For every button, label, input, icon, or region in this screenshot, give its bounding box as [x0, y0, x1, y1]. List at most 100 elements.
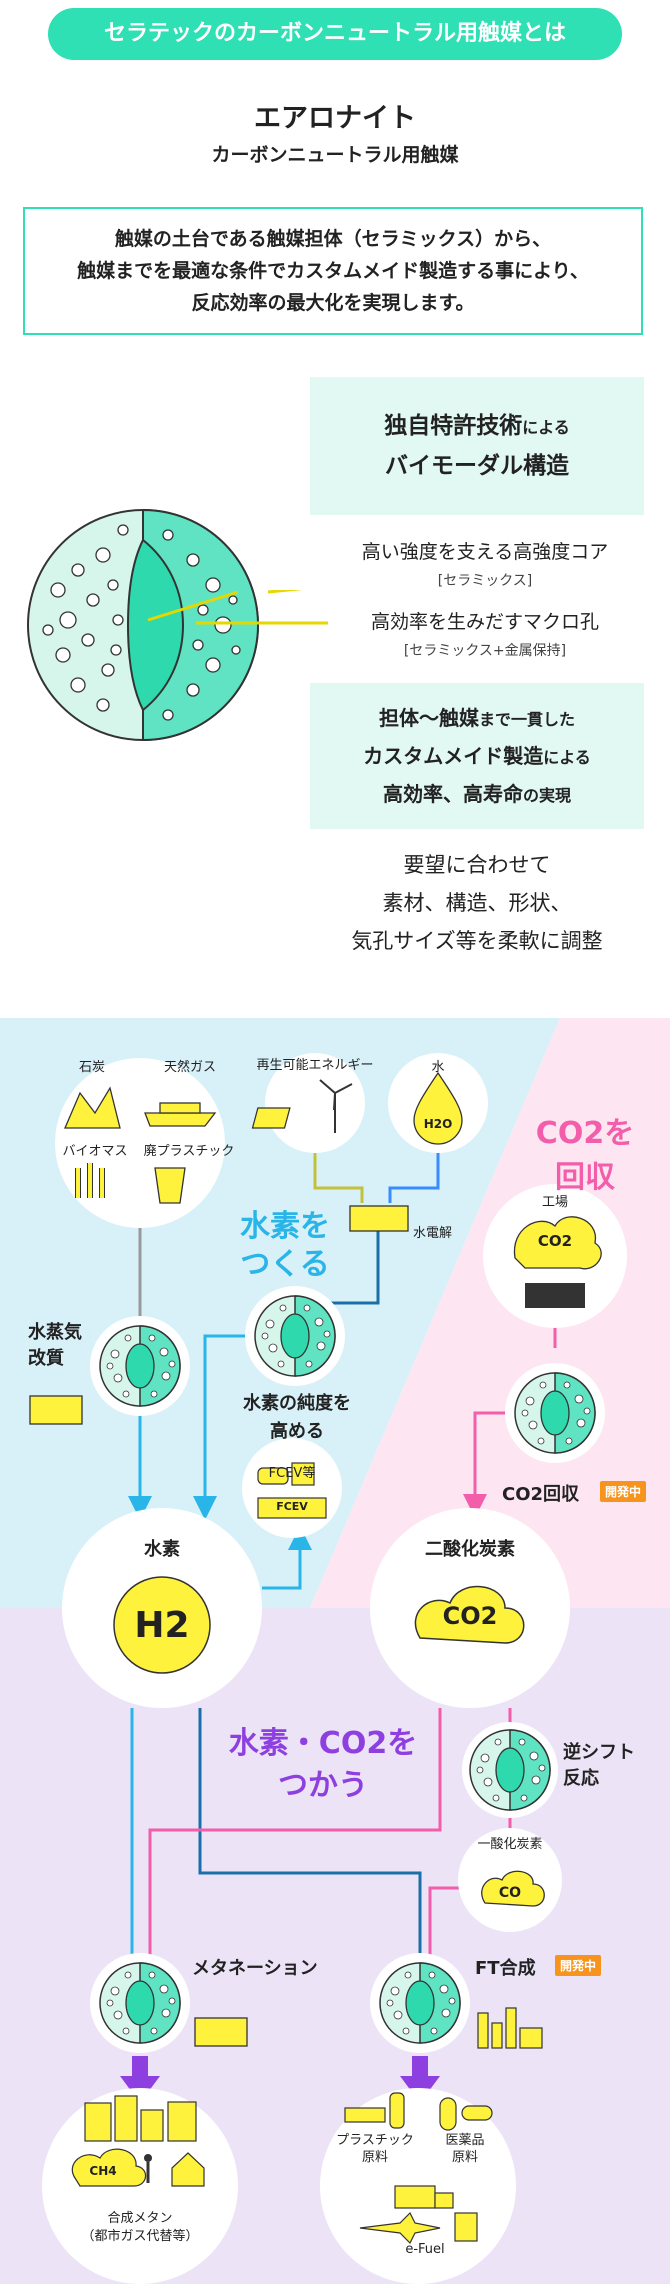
pharma-raw-2: 原料: [451, 2150, 478, 2165]
renewable-circle: [265, 1053, 365, 1153]
capture-title-2: 回収: [555, 1160, 615, 1195]
gas-ship-icon: [144, 1102, 217, 1127]
dev-tag-ft: 開発中: [555, 1955, 602, 1976]
reformer-icon: [29, 1395, 83, 1425]
pharma-raw-1: 医薬品: [445, 2133, 485, 2148]
factory-co2-text: CO2: [537, 1232, 573, 1250]
steam-reforming-label: 水蒸気 改質: [28, 1320, 108, 1372]
feed-biomass-label: バイオマス: [62, 1144, 128, 1159]
fcev-circle: [242, 1438, 342, 1538]
electrolysis-icon: [349, 1205, 409, 1232]
flex-note-2: 素材、構造、形状、: [382, 891, 572, 915]
reverse-shift-2: 反応: [563, 1768, 599, 1789]
feature1-line2: バイモーダル構造: [385, 453, 569, 479]
pharma-raw-icon: [439, 2097, 493, 2131]
co-label: 一酸化炭素: [477, 1837, 543, 1852]
h2-icon: [113, 1576, 211, 1674]
capture-title-1: CO2を: [535, 1116, 635, 1151]
efuel-label: e-Fuel: [405, 2242, 445, 2257]
arrow-methanation-down: [120, 2056, 160, 2103]
feature2-l2b: による: [543, 748, 591, 767]
co2-icon-text: CO2: [442, 1602, 498, 1630]
fcev-label: FCEV等: [268, 1466, 316, 1481]
ft-label: FT合成: [475, 1958, 536, 1979]
intro-line-3: 反応効率の最大化を実現します。: [191, 292, 475, 314]
fcev-vehicles-icon: [257, 1462, 327, 1519]
h2-icon-text: H2: [134, 1605, 190, 1646]
flex-note-1: 要望に合わせて: [403, 853, 551, 877]
feature1-part1: 独自特許技術: [384, 413, 523, 439]
product-name: エアロナイト: [254, 103, 416, 134]
intro-box: 触媒の土台である触媒担体（セラミックス）から、 触媒までを最適な条件でカスタムメ…: [23, 207, 643, 335]
catalyst-sphere-illustration: [27, 508, 268, 742]
airplane-icon: [359, 2211, 441, 2245]
steam-reforming-1: 水蒸気: [28, 1322, 82, 1343]
callout-pore-sub: [セラミックス+金属保持]: [403, 643, 567, 659]
methane-product-circle: [42, 2088, 238, 2284]
intro-line-1: 触媒の土台である触媒担体（セラミックス）から、: [114, 228, 552, 250]
synthetic-methane-2: （都市ガス代替等）: [81, 2229, 199, 2244]
line-renew-to-electro: [313, 1153, 364, 1203]
feature2-l1b: まで一貫した: [478, 710, 575, 729]
callout-pore-label: 高効率を生みだすマクロ孔: [370, 611, 599, 633]
arrow-capture-to-co2: [463, 1411, 515, 1518]
factory-label: 工場: [541, 1195, 568, 1210]
feature2-l3a: 高効率、高寿命: [382, 782, 523, 806]
line-co-to-ft: [428, 1886, 470, 1963]
feature-card-custom: 担体〜触媒まで一貫した カスタムメイド製造による 高効率、高寿命の実現: [310, 683, 644, 829]
intro-line-2: 触媒までを最適な条件でカスタムメイド製造する事により、: [77, 260, 589, 282]
product-subtitle: カーボンニュートラル用触媒: [211, 144, 459, 166]
purify-label: 水素の純度を 高める: [222, 1390, 372, 1446]
methanation-plant-icon: [194, 2017, 248, 2047]
catalyst-reverse-shift: [462, 1722, 558, 1818]
ch4-icon-text: CH4: [89, 2164, 117, 2178]
process-diagram: [0, 1018, 670, 2284]
purify-1: 水素の純度を: [243, 1393, 351, 1414]
catalyst-purify: [245, 1286, 345, 1386]
callout-core-sub: [セラミックス]: [437, 573, 533, 589]
co-icon-text: CO: [498, 1885, 522, 1901]
catalyst-reforming: [90, 1316, 190, 1416]
make-title-2: つくる: [240, 1247, 330, 1282]
plastic-raw-1: プラスチック: [336, 2133, 414, 2148]
feed-plastic-label: 廃プラスチック: [143, 1144, 235, 1159]
plastic-raw-2: 原料: [361, 2150, 388, 2165]
feature2-l2a: カスタムメイド製造: [363, 744, 544, 768]
steam-reforming-2: 改質: [28, 1348, 64, 1369]
co2-cloud-icon: [414, 1586, 525, 1644]
methanation-label: メタネーション: [192, 1958, 318, 1979]
synthetic-methane-1: 合成メタン: [107, 2211, 173, 2226]
feature-card-bimodal: 独自特許技術による バイモーダル構造: [310, 377, 644, 515]
feed-coal-label: 石炭: [78, 1060, 105, 1075]
city-gas-icon: [84, 2095, 205, 2187]
arrow-h2-to-fcev: [262, 1526, 312, 1590]
capture-zone-bg: [310, 1018, 670, 1608]
solar-wind-icon: [251, 1079, 353, 1133]
ft-plant-icon: [477, 2007, 543, 2049]
callout-core-label: 高い強度を支える高強度コア: [361, 541, 609, 563]
use-title: 水素・CO2を つかう: [208, 1723, 438, 1807]
ch4-cloud-icon: [71, 2148, 147, 2187]
factory-icon: [513, 1216, 602, 1308]
feed-gas-label: 天然ガス: [163, 1060, 216, 1075]
feature2-l3b: の実現: [522, 786, 571, 805]
reverse-shift-1: 逆シフト: [563, 1742, 635, 1763]
catalyst-ft: [370, 1953, 470, 2053]
pharma-raw-label: 医薬品 原料: [430, 2132, 500, 2166]
make-title: 水素を つくる: [225, 1208, 345, 1284]
co2-label: 二酸化炭素: [425, 1539, 515, 1560]
line-h2-to-ft: [198, 1708, 422, 1963]
use-title-2: つかう: [278, 1768, 368, 1803]
coal-icon: [64, 1086, 121, 1129]
plastic-raw-icon: [344, 2092, 405, 2129]
flex-note-3: 気孔サイズ等を柔軟に調整: [351, 929, 603, 953]
co2-capture-label: CO2回収: [502, 1484, 580, 1505]
line-co2-to-methanation: [148, 1708, 442, 1963]
plastic-waste-icon: [154, 1167, 186, 1204]
catalyst-co2-capture: [505, 1363, 605, 1463]
water-icon-text: H2O: [423, 1117, 453, 1131]
fcev-truck-text: FCEV: [276, 1500, 308, 1513]
feature1-part2: による: [522, 418, 570, 437]
catalyst-methanation: [90, 1953, 190, 2053]
purify-2: 高める: [270, 1421, 324, 1442]
